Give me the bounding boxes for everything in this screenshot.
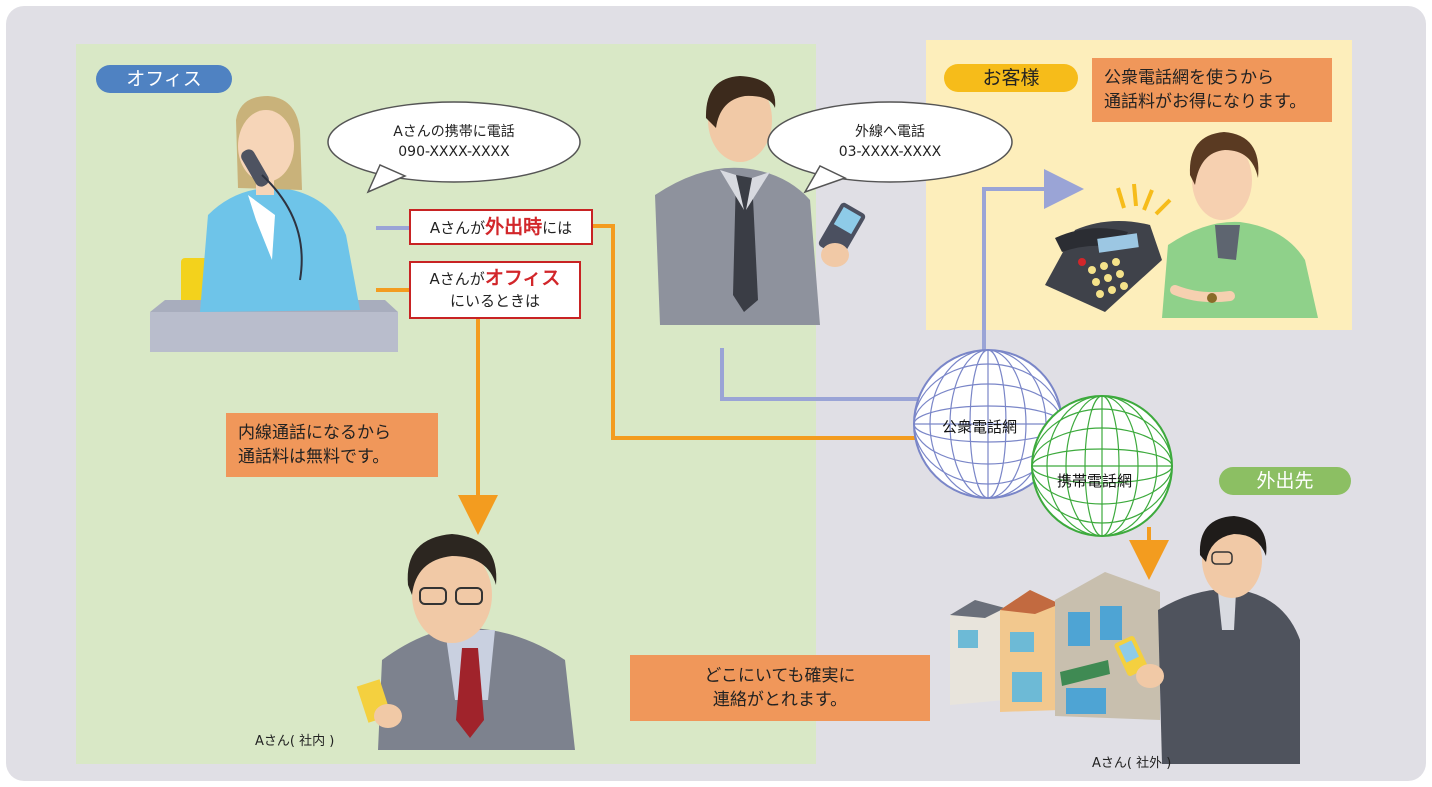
condition-in-prefix: Aさんが xyxy=(429,270,485,288)
a-outside-figure xyxy=(1114,516,1300,764)
customer-note: 公衆電話網を使うから 通話料がお得になります。 xyxy=(1092,58,1332,122)
caller-bubble-text: 外線へ電話 03-XXXX-XXXX xyxy=(790,122,990,162)
extension-note: 内線通話になるから 通話料は無料です。 xyxy=(226,413,438,477)
receptionist-bubble-line1: Aさんの携帯に電話 xyxy=(393,124,515,140)
condition-out-box: Aさんが外出時には xyxy=(409,209,593,245)
receptionist-bubble-line2: 090-XXXX-XXXX xyxy=(398,144,510,160)
extension-note-line1: 内線通話になるから xyxy=(238,423,391,443)
anywhere-note: どこにいても確実に 連絡がとれます。 xyxy=(630,655,930,721)
caller-bubble-line2: 03-XXXX-XXXX xyxy=(838,144,942,160)
a-outside-label: Aさん( 社外 ) xyxy=(1092,756,1172,771)
buildings xyxy=(950,572,1160,720)
public-network-globe xyxy=(913,349,1063,499)
caller-figure xyxy=(655,76,866,325)
customer-figure xyxy=(1116,132,1318,318)
outside-zone-label: 外出先 xyxy=(1219,467,1351,495)
condition-in-box: Aさんがオフィス にいるときは xyxy=(409,261,581,319)
public-network-label: 公衆電話網 xyxy=(942,418,1018,436)
condition-out-highlight: 外出時 xyxy=(485,216,543,238)
connector-lines xyxy=(376,169,1169,580)
a-inside-label: Aさん( 社内 ) xyxy=(255,734,335,749)
speech-bubbles xyxy=(327,101,1013,194)
desk-phone xyxy=(1045,221,1162,312)
mobile-network-label: 携帯電話網 xyxy=(1057,472,1133,490)
condition-out-suffix: には xyxy=(542,219,573,237)
customer-note-line2: 通話料がお得になります。 xyxy=(1104,92,1307,112)
office-zone-label: オフィス xyxy=(96,65,232,93)
condition-in-line2: にいるときは xyxy=(449,292,540,310)
caller-bubble-line1: 外線へ電話 xyxy=(855,124,925,140)
customer-note-line1: 公衆電話網を使うから xyxy=(1104,68,1274,88)
receptionist-figure xyxy=(200,96,360,312)
mobile-network-globe xyxy=(1031,395,1173,537)
condition-in-highlight: オフィス xyxy=(484,267,561,289)
customer-zone-label: お客様 xyxy=(944,64,1078,92)
a-inside-figure xyxy=(356,534,575,750)
extension-note-line2: 通話料は無料です。 xyxy=(238,447,390,467)
receptionist-bubble-text: Aさんの携帯に電話 090-XXXX-XXXX xyxy=(350,122,558,162)
anywhere-note-line1: どこにいても確実に xyxy=(704,666,856,686)
condition-out-prefix: Aさんが xyxy=(429,219,486,237)
anywhere-note-line2: 連絡がとれます。 xyxy=(712,690,848,710)
